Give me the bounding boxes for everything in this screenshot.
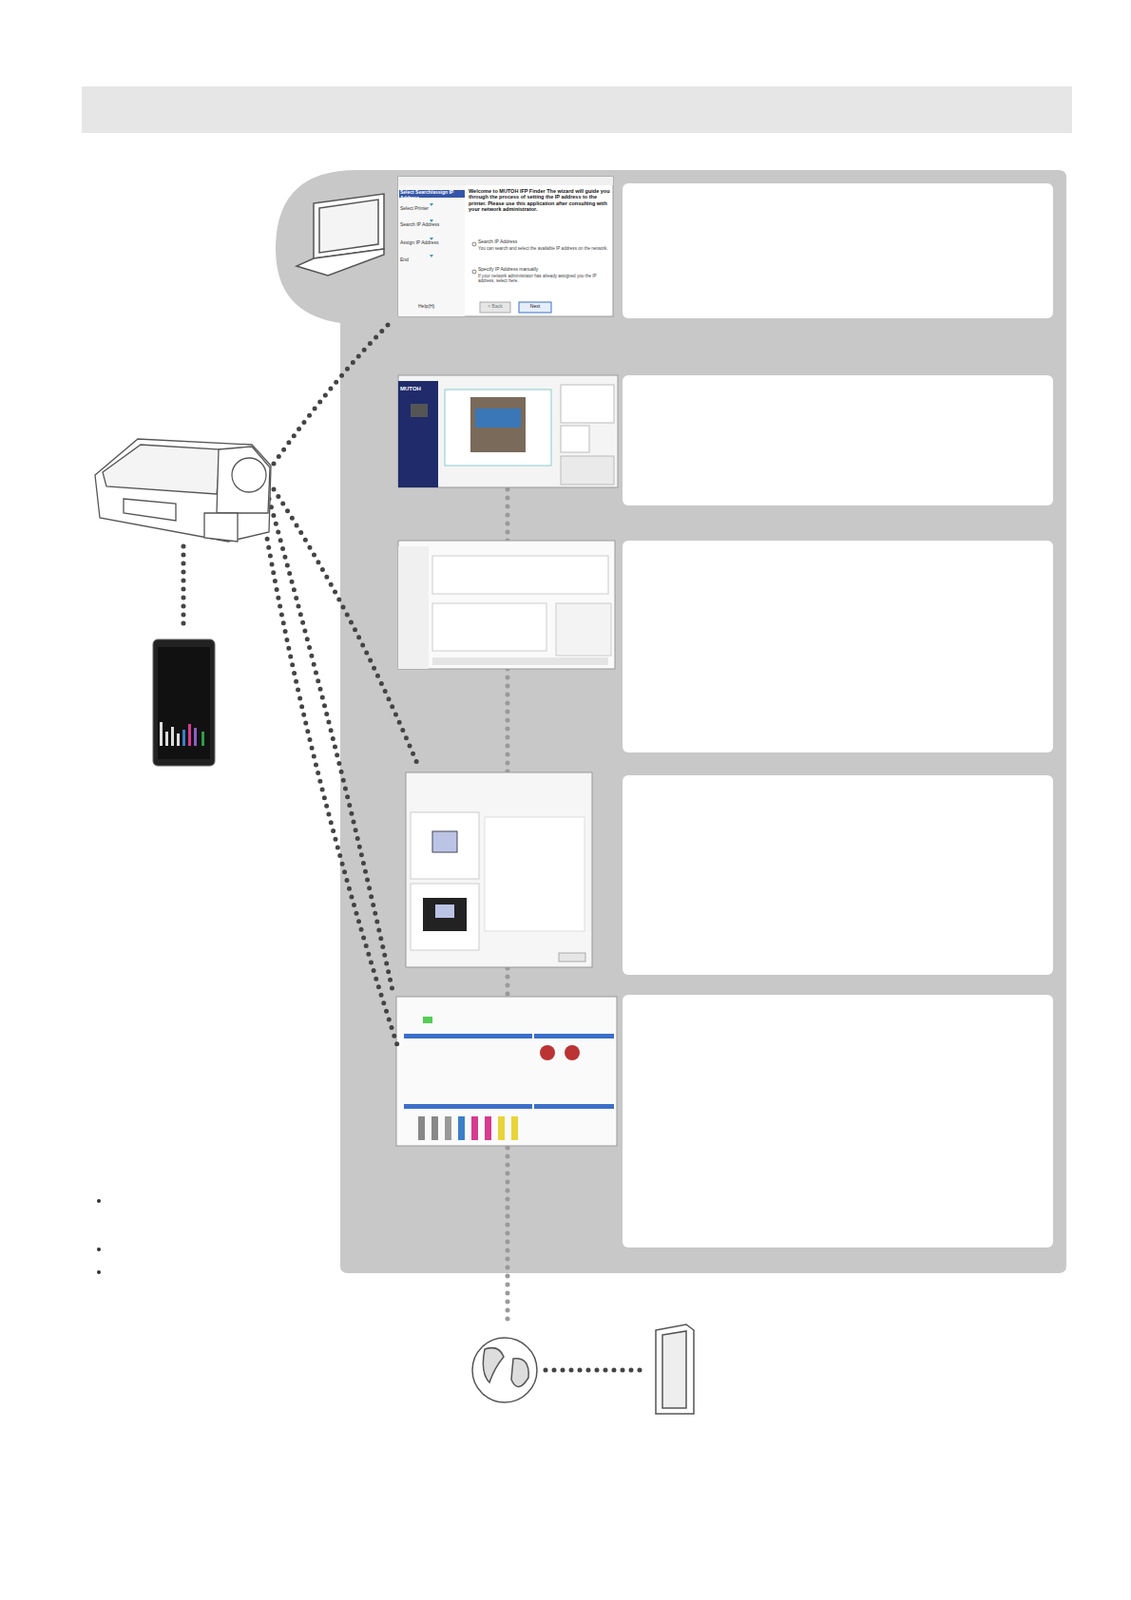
wizard-step: End: [400, 257, 465, 264]
wizard-step: Select Search/assign IP Address: [400, 190, 465, 202]
option-note: You can search and select the available …: [478, 246, 610, 251]
header-band: [81, 86, 1073, 134]
panel-ground: [275, 170, 1067, 1274]
option-note: If your network administrator has alread…: [478, 273, 610, 285]
phone-illustration: [153, 639, 215, 767]
wizard-step: Select Printer: [400, 206, 465, 212]
button-label: Next: [518, 304, 552, 310]
logo-text: MUTOH: [400, 385, 439, 393]
button-label: < Back: [479, 304, 511, 310]
layout-software-screenshot: [398, 375, 618, 488]
help-link: Help(H): [418, 304, 461, 310]
print-manager-screenshot: [398, 540, 615, 670]
connection-dots: [183, 319, 647, 1371]
wizard-step: Search IP Address: [400, 222, 465, 229]
bullet-dot: [96, 1199, 101, 1275]
remote-panel-screenshot: [396, 996, 617, 1147]
option-title: Search IP Address: [478, 239, 610, 246]
description-box: [622, 183, 1054, 1248]
printer-illustration: [95, 439, 271, 542]
ink-bars: [418, 1116, 518, 1141]
globe-icon: [472, 1338, 537, 1403]
laptop-icon: [296, 193, 384, 276]
ip-finder-screenshot: [398, 176, 614, 317]
wizard-heading: Welcome to MUTOH IFP Finder The wizard w…: [468, 188, 612, 212]
server-icon: [655, 1324, 694, 1415]
option-title: Specify IP Address manually: [478, 267, 610, 273]
printer-driver-screenshot: [405, 772, 593, 968]
wizard-step: Assign IP Address: [400, 240, 465, 247]
